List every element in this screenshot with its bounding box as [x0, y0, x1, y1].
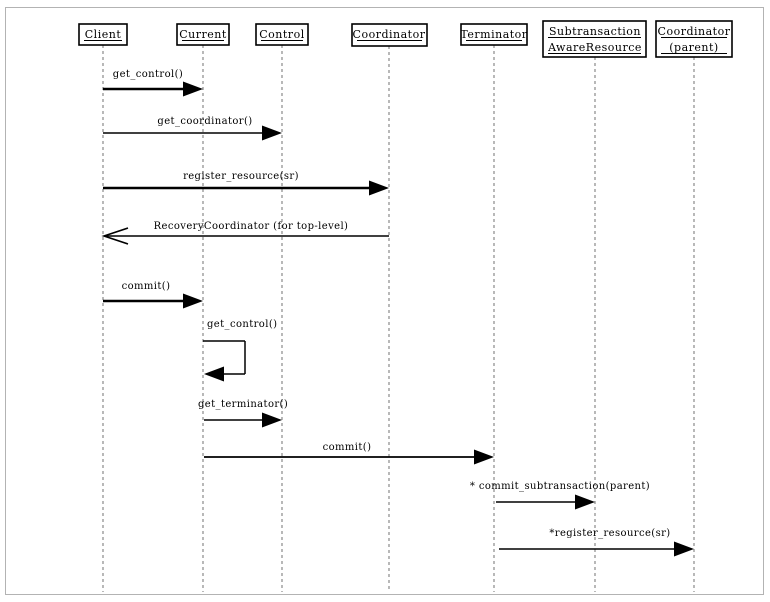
message-register-resource-parent-arrowhead-icon — [674, 541, 694, 557]
participant-label-coordinator-0: Coordinator — [353, 28, 426, 41]
participant-label-current-0: Current — [179, 28, 227, 41]
message-get-control-arrowhead-icon — [183, 81, 203, 97]
participant-box-subtransaction-aware-resource — [542, 20, 647, 58]
message-register-resource-parent-label: *register_resource(sr) — [549, 528, 670, 539]
participant-box-control — [255, 23, 309, 46]
message-get-terminator-arrowhead-icon — [262, 412, 282, 428]
message-commit-client-arrowhead-icon — [183, 293, 203, 309]
message-get-control-self-arrowhead-icon — [204, 366, 224, 382]
message-register-resource-label: register_resource(sr) — [183, 171, 299, 182]
message-get-coordinator-label: get_coordinator() — [157, 116, 252, 127]
participant-box-coordinator-parent — [655, 20, 733, 58]
message-register-resource-arrowhead-icon — [369, 180, 389, 196]
participant-label-terminator-0: Terminator — [460, 28, 527, 41]
participant-box-terminator — [460, 23, 528, 46]
diagram-border — [5, 7, 764, 595]
participant-label-control-0: Control — [259, 28, 304, 41]
message-recovery-coordinator-label: RecoveryCoordinator (for top-level) — [154, 221, 349, 232]
message-commit-current-label: commit() — [323, 442, 372, 453]
message-get-control-self-label: get_control() — [207, 319, 277, 330]
participant-box-current — [176, 23, 230, 46]
participant-label-subtransaction-aware-resource-1: AwareResource — [547, 41, 642, 54]
message-commit-current-arrowhead-icon — [474, 449, 494, 465]
message-get-control-label: get_control() — [113, 69, 183, 80]
message-recovery-coordinator-open-arrowhead-icon — [101, 227, 129, 245]
message-commit-subtransaction-label: * commit_subtransaction(parent) — [470, 481, 650, 492]
message-get-terminator-label: get_terminator() — [198, 399, 288, 410]
message-commit-subtransaction-arrowhead-icon — [575, 494, 595, 510]
participant-label-client-0: Client — [85, 28, 122, 41]
participant-label-subtransaction-aware-resource-0: Subtransaction — [549, 25, 641, 38]
message-get-coordinator-arrowhead-icon — [262, 125, 282, 141]
participant-label-coordinator-parent-0: Coordinator — [658, 25, 731, 38]
message-commit-client-label: commit() — [122, 281, 171, 292]
participant-box-client — [78, 23, 128, 46]
diagram-content: Client Current Control Coordinator Terminato… — [78, 20, 733, 592]
participant-label-coordinator-parent-1: (parent) — [669, 41, 718, 54]
